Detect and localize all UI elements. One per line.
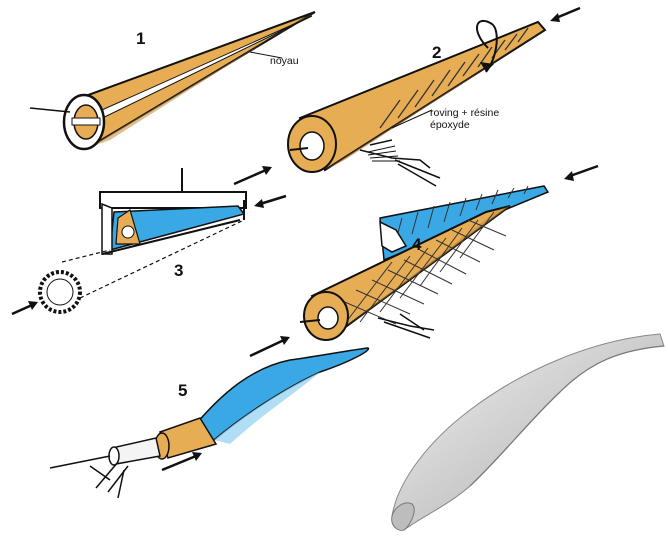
feed-arrow-3b [260,196,286,204]
gray-blade-render [392,334,664,530]
step-5-finished-blade: 5 [50,348,368,498]
feed-arrowhead-4b [564,171,574,181]
mould-core-hole [122,226,134,238]
core-shaft [30,108,70,112]
step-2-winding: 2 roving + résine époxyde [234,8,580,186]
noyau-label: noyau [270,55,299,67]
feed-arrow-4a [250,340,284,356]
feed-arrow-2b [556,8,580,18]
step-3-number: 3 [174,261,183,280]
winding-end-inner [300,132,324,160]
feed-arrow-5 [162,456,196,470]
feed-arrow-2a [234,170,266,184]
step-2-number: 2 [432,43,441,62]
roving-feed-device [360,140,440,186]
cross-section-inner [47,279,73,305]
step-5-number: 5 [178,381,187,400]
feed-arrow-3a [12,305,32,314]
core-end-notch [72,118,100,125]
feed-arrow-4b [570,166,598,176]
feed-arrowhead-2b [550,13,560,22]
core-slot [84,16,312,126]
step-3-mould: 3 [12,168,286,314]
section-guide-1 [62,250,110,262]
step-1-core: 1 noyau [30,12,315,149]
mould-frame-top [100,192,246,208]
roving-resin-label: roving + résine [430,107,499,119]
step-4-blade-winding: 4 [250,166,598,356]
blade-wind-feed-device [378,314,434,338]
feed-arrowhead-3b [254,199,264,208]
blade-wind-end-inner [318,307,338,329]
mould-side-left [102,204,112,254]
epoxy-label: époxyde [430,119,470,131]
gray-blade-body [392,334,664,530]
step-4-number: 4 [412,235,422,254]
step-1-number: 1 [136,29,145,48]
